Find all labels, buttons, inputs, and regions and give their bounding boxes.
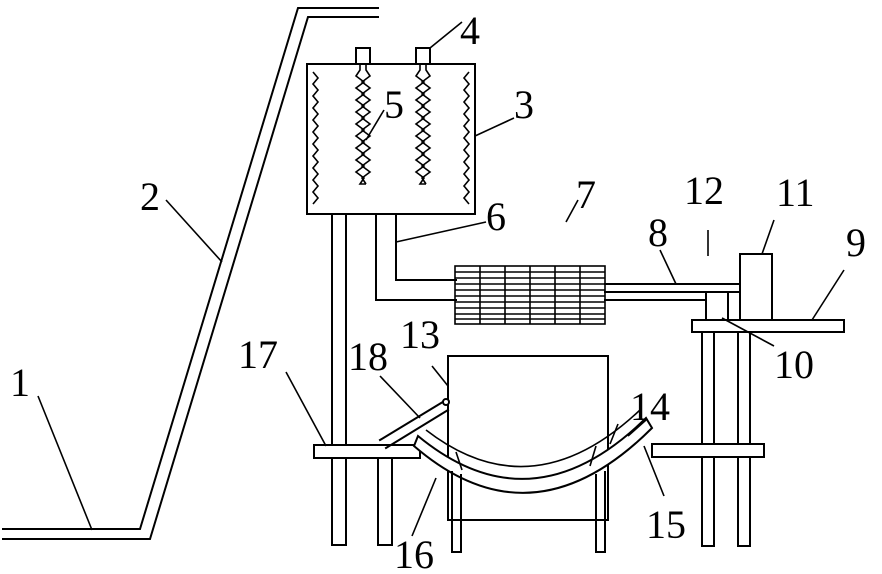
label-17: 17 — [238, 332, 278, 377]
label-11: 11 — [776, 170, 815, 215]
label-12: 12 — [684, 168, 724, 213]
receiving-box — [448, 356, 608, 520]
label-7: 7 — [576, 172, 596, 217]
label-4: 4 — [460, 8, 480, 53]
label-16: 16 — [394, 532, 434, 574]
label-8: 8 — [648, 210, 668, 255]
coil-block — [455, 266, 605, 324]
label-14: 14 — [630, 384, 670, 429]
label-18: 18 — [348, 334, 388, 379]
motor-box — [740, 254, 772, 320]
label-1: 1 — [10, 360, 30, 405]
label-3: 3 — [514, 82, 534, 127]
discharge-pipe — [376, 214, 456, 300]
right-supports — [702, 332, 750, 546]
label-10: 10 — [774, 342, 814, 387]
right-platform — [692, 320, 844, 332]
lower-right-platform — [652, 444, 764, 457]
label-5: 5 — [384, 82, 404, 127]
label-6: 6 — [486, 194, 506, 239]
left-platform — [314, 445, 420, 545]
label-13: 13 — [400, 312, 440, 357]
label-9: 9 — [846, 220, 866, 265]
drive-motors — [356, 48, 430, 64]
tank-supports — [332, 214, 346, 545]
label-15: 15 — [646, 502, 686, 547]
push-rod — [380, 399, 449, 448]
pump — [706, 292, 728, 320]
label-2: 2 — [140, 174, 160, 219]
